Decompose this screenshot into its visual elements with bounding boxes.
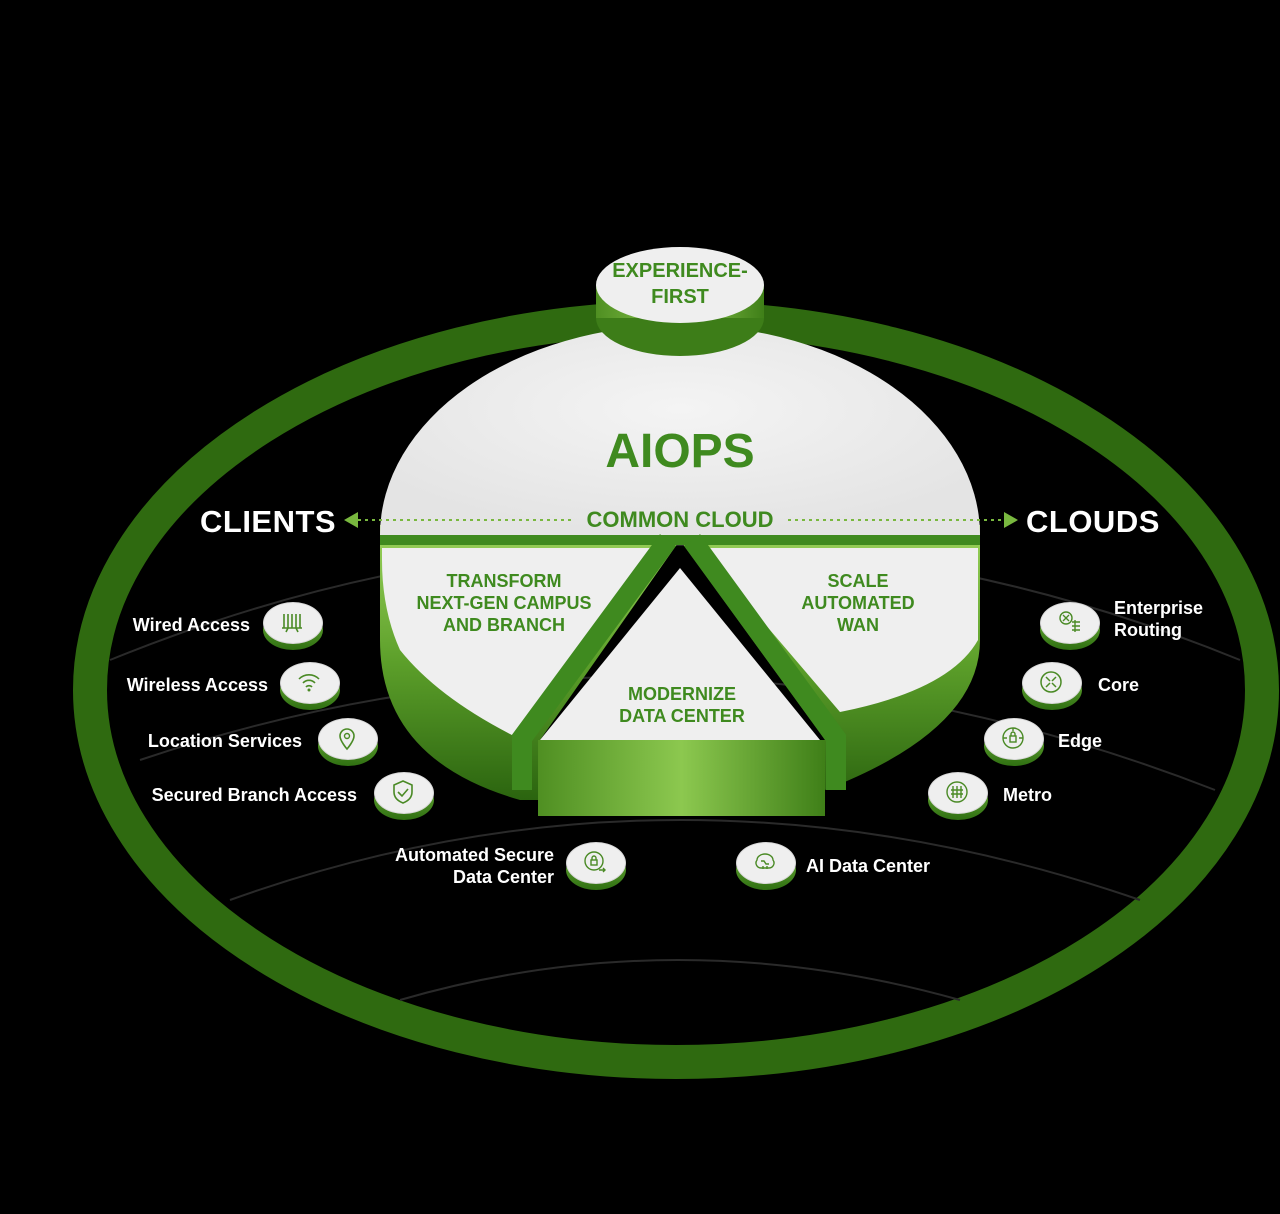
segment-transform-line-2: NEXT-GEN CAMPUS: [416, 593, 592, 613]
experience-first-label: EXPERIENCE- FIRST: [600, 258, 760, 310]
cloud-label-core: Core: [1098, 675, 1140, 695]
location-pin-icon: [339, 728, 355, 751]
experience-line-2: FIRST: [651, 286, 709, 308]
client-label-location: Location Services: [147, 731, 302, 751]
enterprise-routing-icon: [1059, 611, 1080, 632]
clients-header: CLIENTS: [200, 504, 337, 539]
secure-dc-line-2: Data Center: [452, 867, 554, 887]
cloud-label-metro: Metro: [1003, 785, 1052, 805]
ai-dc-label: AI Data Center: [806, 856, 931, 876]
segment-scale-line-1: SCALE: [827, 571, 889, 591]
secure-dc-line-1: Automated Secure: [394, 845, 554, 865]
core-badge: [1022, 662, 1082, 710]
wireless-access-badge: [280, 662, 340, 710]
ai-data-center-icon: [755, 853, 775, 869]
secured-branch-badge: [374, 772, 434, 820]
common-cloud-label: COMMON CLOUD: [586, 507, 774, 532]
enterprise-routing-badge: [1040, 602, 1100, 650]
cloud-label-enterprise-routing: Enterprise Routing: [1114, 597, 1203, 641]
secure-dc-label: Automated Secure Data Center: [360, 844, 554, 888]
segment-modernize-line-2: DATA CENTER: [619, 706, 745, 726]
metro-badge: [928, 772, 988, 820]
segment-transform-line-3: AND BRANCH: [443, 615, 565, 635]
aiops-disk: [380, 325, 980, 816]
experience-first-disk: [596, 247, 764, 356]
core-icon: [1040, 671, 1062, 693]
segment-transform-line-1: TRANSFORM: [446, 571, 562, 591]
enterprise-routing-line-1: Enterprise: [1114, 598, 1204, 618]
shield-check-icon: [393, 780, 413, 804]
edge-badge: [984, 718, 1044, 766]
location-services-badge: [318, 718, 378, 766]
wired-access-badge: [263, 602, 323, 650]
client-label-secured: Secured Branch Access: [151, 785, 357, 805]
aiops-title: AIOPS: [605, 425, 755, 478]
segment-scale-line-2: AUTOMATED: [801, 593, 915, 613]
secure-data-center-icon: [584, 851, 606, 873]
client-label-wired: Wired Access: [132, 615, 250, 635]
clouds-header: CLOUDS: [1026, 504, 1160, 539]
wifi-icon: [298, 674, 320, 692]
common-cloud-arrows: [344, 512, 1018, 528]
ai-dc-badge: [736, 842, 796, 890]
segment-scale-line-3: WAN: [837, 615, 879, 635]
edge-icon: [1002, 727, 1024, 749]
metro-icon: [946, 781, 968, 803]
secure-dc-badge: [566, 842, 626, 890]
experience-line-1: EXPERIENCE-: [612, 260, 748, 282]
segment-modernize: MODERNIZE DATA CENTER: [592, 683, 772, 727]
cloud-label-edge: Edge: [1058, 731, 1103, 751]
client-label-wireless: Wireless Access: [126, 675, 268, 695]
segment-modernize-line-1: MODERNIZE: [628, 684, 736, 704]
wired-access-icon: [282, 614, 302, 633]
enterprise-routing-line-2: Routing: [1114, 620, 1182, 640]
segment-transform: TRANSFORM NEXT-GEN CAMPUS AND BRANCH: [404, 570, 604, 636]
segment-scale: SCALE AUTOMATED WAN: [778, 570, 938, 636]
